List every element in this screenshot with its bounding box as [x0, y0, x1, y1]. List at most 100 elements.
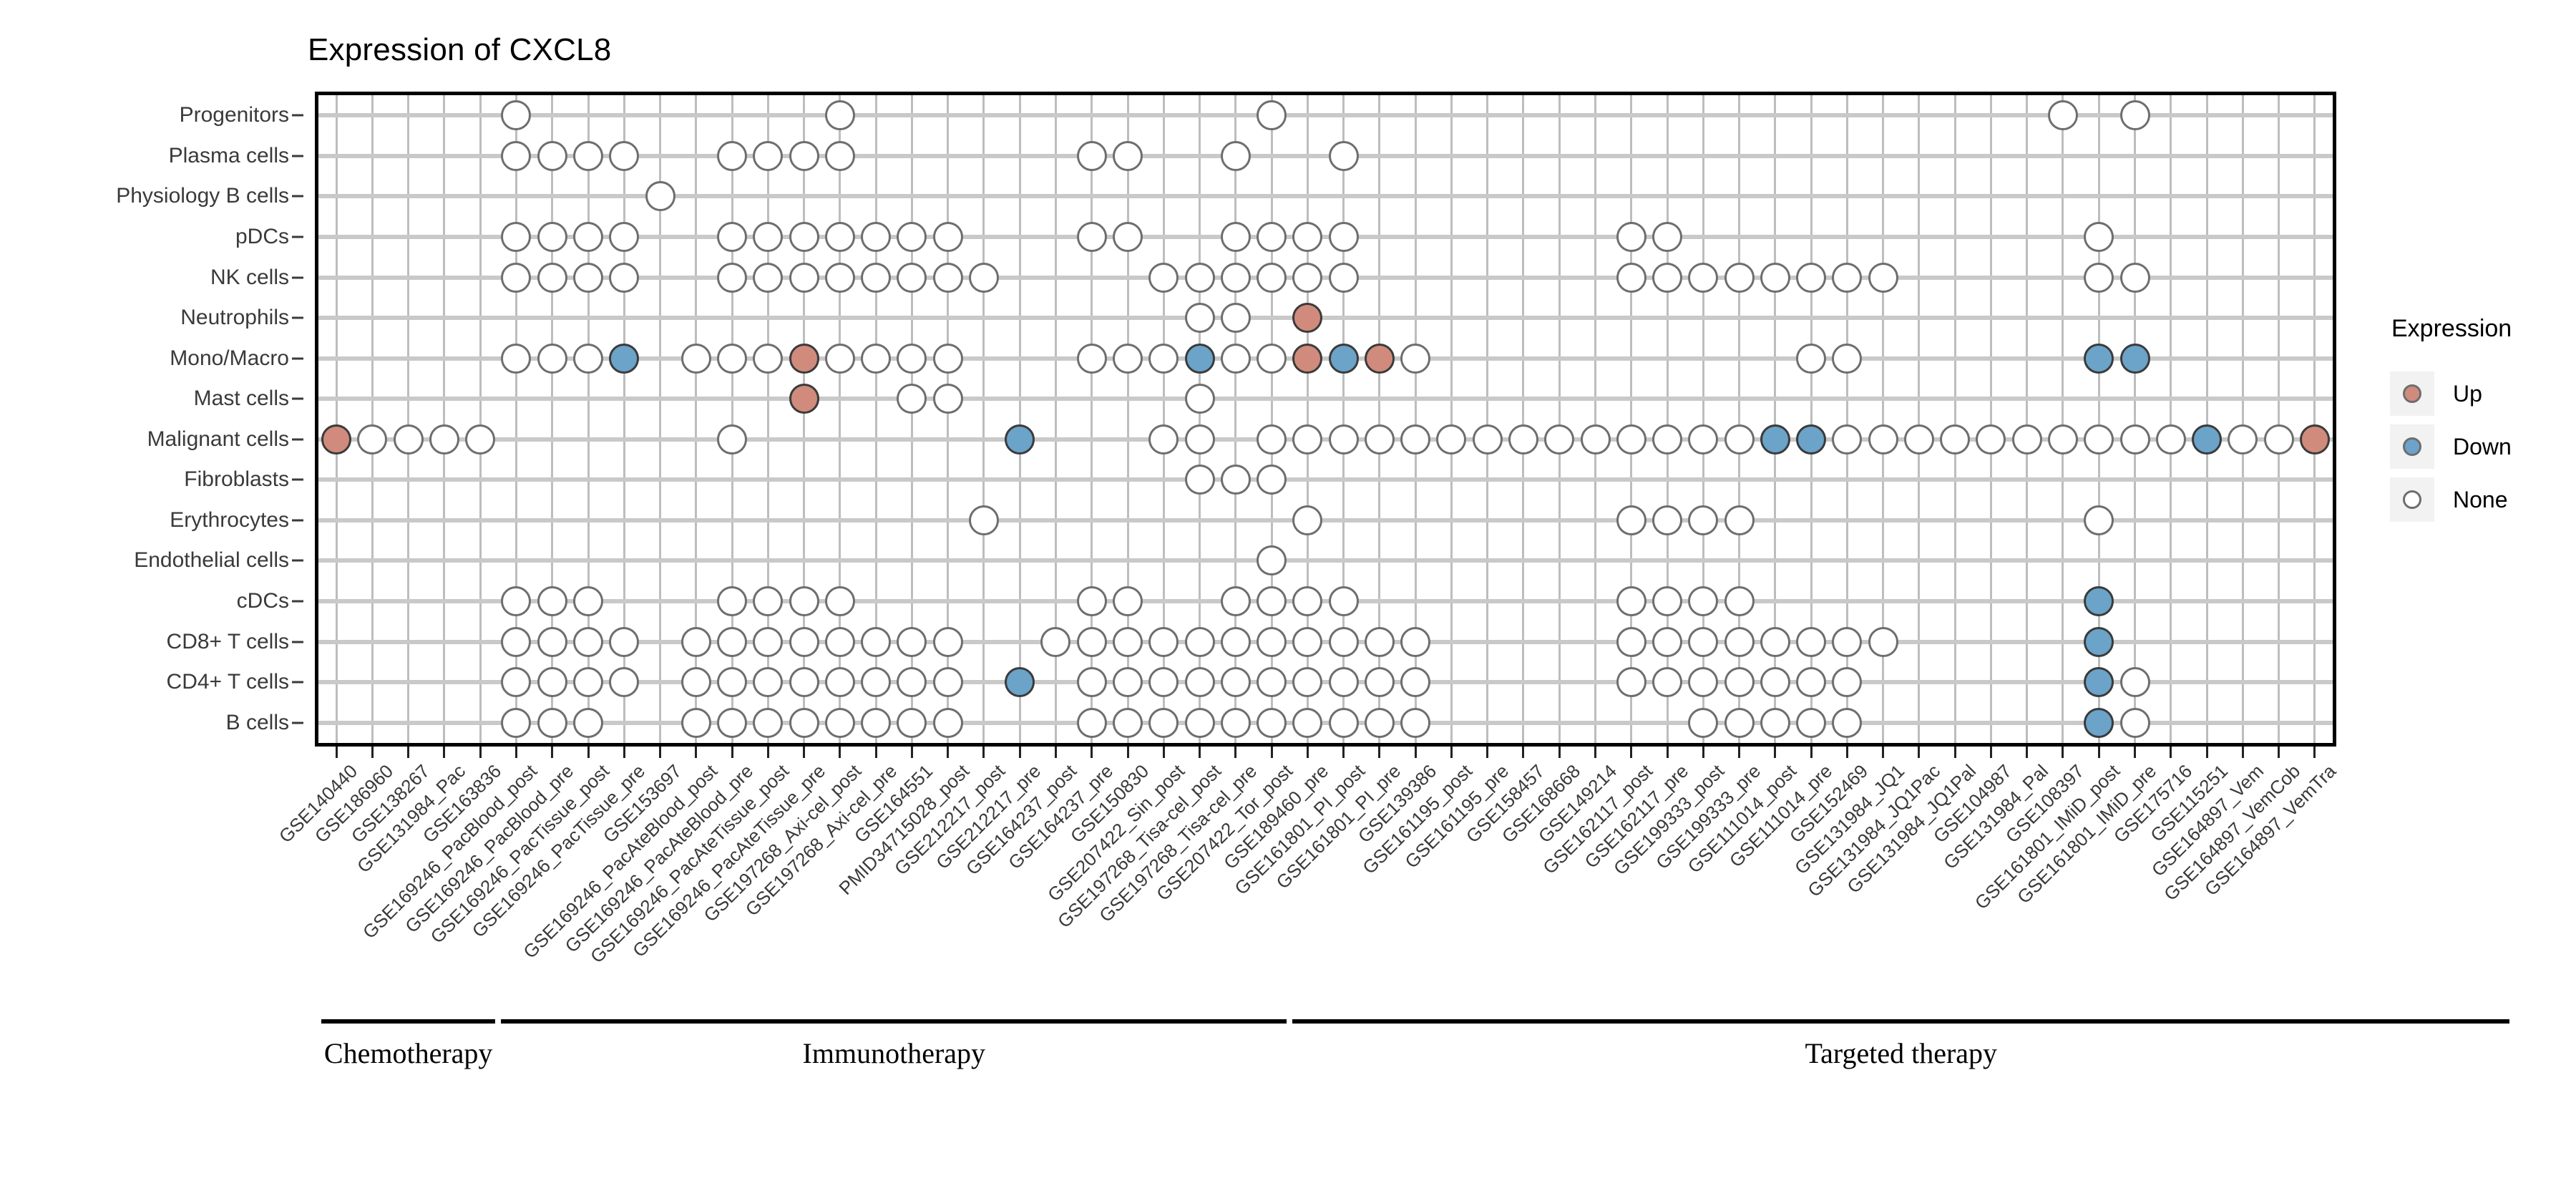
- expression-dot[interactable]: [1364, 343, 1395, 374]
- expression-dot[interactable]: [1148, 667, 1179, 698]
- expression-dot[interactable]: [1005, 424, 1035, 455]
- expression-dot[interactable]: [609, 221, 640, 252]
- expression-dot[interactable]: [1220, 626, 1251, 657]
- expression-dot[interactable]: [897, 707, 927, 738]
- expression-dot[interactable]: [2047, 424, 2078, 455]
- expression-dot[interactable]: [1328, 221, 1359, 252]
- expression-dot[interactable]: [753, 707, 784, 738]
- expression-dot[interactable]: [1292, 303, 1323, 334]
- expression-dot[interactable]: [1652, 505, 1683, 535]
- expression-dot[interactable]: [1220, 303, 1251, 334]
- expression-dot[interactable]: [1076, 586, 1107, 617]
- expression-dot[interactable]: [2084, 343, 2114, 374]
- expression-dot[interactable]: [932, 626, 963, 657]
- expression-dot[interactable]: [1364, 667, 1395, 698]
- expression-dot[interactable]: [573, 707, 603, 738]
- expression-dot[interactable]: [1184, 262, 1215, 293]
- expression-dot[interactable]: [1832, 707, 1863, 738]
- expression-dot[interactable]: [680, 343, 711, 374]
- legend-item[interactable]: Down: [2390, 420, 2569, 473]
- expression-dot[interactable]: [1220, 707, 1251, 738]
- expression-dot[interactable]: [1400, 626, 1431, 657]
- expression-dot[interactable]: [717, 343, 748, 374]
- expression-dot[interactable]: [1724, 586, 1755, 617]
- expression-dot[interactable]: [1328, 424, 1359, 455]
- expression-dot[interactable]: [968, 262, 999, 293]
- expression-dot[interactable]: [2084, 626, 2114, 657]
- expression-dot[interactable]: [1724, 262, 1755, 293]
- expression-dot[interactable]: [2084, 262, 2114, 293]
- expression-dot[interactable]: [2263, 424, 2294, 455]
- expression-dot[interactable]: [1652, 586, 1683, 617]
- expression-dot[interactable]: [1724, 424, 1755, 455]
- expression-dot[interactable]: [537, 221, 567, 252]
- expression-dot[interactable]: [1364, 626, 1395, 657]
- expression-dot[interactable]: [1616, 221, 1646, 252]
- expression-dot[interactable]: [717, 221, 748, 252]
- expression-dot[interactable]: [1688, 262, 1719, 293]
- expression-dot[interactable]: [1257, 545, 1287, 576]
- expression-dot[interactable]: [1616, 667, 1646, 698]
- expression-dot[interactable]: [789, 384, 819, 414]
- expression-dot[interactable]: [1220, 343, 1251, 374]
- expression-dot[interactable]: [824, 140, 855, 171]
- expression-dot[interactable]: [573, 262, 603, 293]
- expression-dot[interactable]: [897, 262, 927, 293]
- expression-dot[interactable]: [824, 707, 855, 738]
- expression-dot[interactable]: [1328, 586, 1359, 617]
- expression-dot[interactable]: [1760, 424, 1790, 455]
- expression-dot[interactable]: [501, 140, 532, 171]
- expression-dot[interactable]: [1616, 505, 1646, 535]
- expression-dot[interactable]: [717, 424, 748, 455]
- expression-dot[interactable]: [1796, 626, 1827, 657]
- expression-dot[interactable]: [1616, 424, 1646, 455]
- expression-dot[interactable]: [573, 626, 603, 657]
- expression-dot[interactable]: [680, 626, 711, 657]
- expression-dot[interactable]: [1724, 707, 1755, 738]
- expression-dot[interactable]: [2119, 707, 2150, 738]
- expression-dot[interactable]: [824, 221, 855, 252]
- expression-dot[interactable]: [2299, 424, 2330, 455]
- expression-dot[interactable]: [1688, 626, 1719, 657]
- expression-dot[interactable]: [2011, 424, 2042, 455]
- expression-dot[interactable]: [1257, 465, 1287, 495]
- expression-dot[interactable]: [717, 140, 748, 171]
- expression-dot[interactable]: [1040, 626, 1071, 657]
- expression-dot[interactable]: [1868, 262, 1898, 293]
- expression-dot[interactable]: [680, 667, 711, 698]
- expression-dot[interactable]: [1184, 667, 1215, 698]
- expression-dot[interactable]: [824, 343, 855, 374]
- expression-dot[interactable]: [932, 384, 963, 414]
- expression-dot[interactable]: [1724, 505, 1755, 535]
- expression-dot[interactable]: [824, 100, 855, 131]
- expression-dot[interactable]: [861, 343, 892, 374]
- expression-dot[interactable]: [1940, 424, 1971, 455]
- expression-dot[interactable]: [1760, 262, 1790, 293]
- expression-dot[interactable]: [897, 343, 927, 374]
- expression-dot[interactable]: [1292, 667, 1323, 698]
- expression-dot[interactable]: [1436, 424, 1467, 455]
- expression-dot[interactable]: [932, 707, 963, 738]
- expression-dot[interactable]: [1005, 667, 1035, 698]
- expression-dot[interactable]: [609, 140, 640, 171]
- expression-dot[interactable]: [1257, 343, 1287, 374]
- expression-dot[interactable]: [1616, 262, 1646, 293]
- expression-dot[interactable]: [2084, 707, 2114, 738]
- expression-dot[interactable]: [1257, 626, 1287, 657]
- expression-dot[interactable]: [537, 140, 567, 171]
- expression-dot[interactable]: [1184, 384, 1215, 414]
- expression-dot[interactable]: [2047, 100, 2078, 131]
- expression-dot[interactable]: [932, 262, 963, 293]
- expression-dot[interactable]: [1113, 626, 1143, 657]
- expression-dot[interactable]: [1832, 424, 1863, 455]
- expression-dot[interactable]: [789, 262, 819, 293]
- expression-dot[interactable]: [537, 343, 567, 374]
- expression-dot[interactable]: [1292, 707, 1323, 738]
- expression-dot[interactable]: [2119, 262, 2150, 293]
- expression-dot[interactable]: [1076, 707, 1107, 738]
- expression-dot[interactable]: [753, 262, 784, 293]
- expression-dot[interactable]: [1184, 707, 1215, 738]
- expression-dot[interactable]: [609, 262, 640, 293]
- expression-dot[interactable]: [1688, 505, 1719, 535]
- expression-dot[interactable]: [1976, 424, 2006, 455]
